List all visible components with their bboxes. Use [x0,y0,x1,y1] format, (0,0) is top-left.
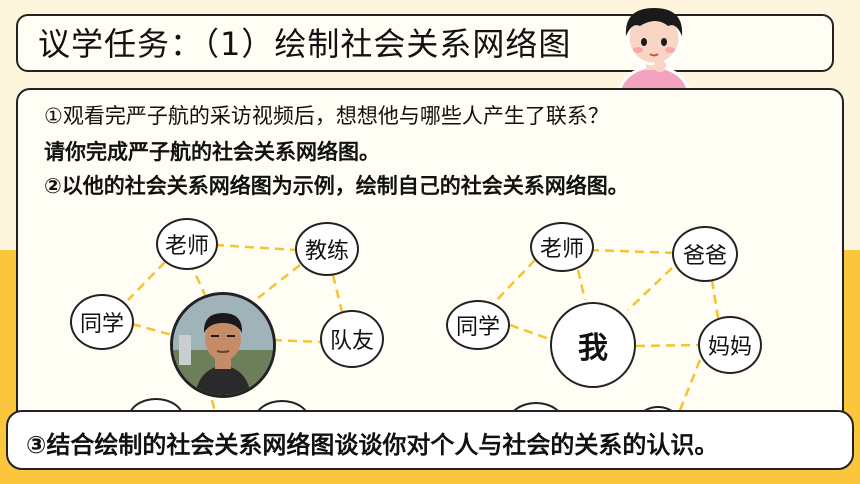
footer-prompt: ③结合绘制的社会关系网络图谈谈你对个人与社会的关系的认识。 [26,431,719,459]
connector [210,399,217,413]
connector [272,338,323,344]
person-photo-icon [173,295,273,395]
node-right-teacher: 老师 [530,222,594,272]
connector [576,269,587,301]
node-left-teammate: 队友 [320,310,384,368]
connector [127,261,166,301]
connector [214,243,298,252]
connector [491,259,536,306]
interview-photo-avatar [170,292,276,398]
instruction-line-2: 请你完成严子航的社会关系网络图。 [44,140,380,164]
connector [331,274,344,313]
connector [627,267,673,311]
node-right-mom: 妈妈 [698,316,762,374]
instruction-line-1: ①观看完严子航的采访视频后，想想他与哪些人产生了联系？ [44,104,609,128]
title-box [16,14,834,72]
instruction-line-3: ②以他的社会关系网络图为示例，绘制自己的社会关系网络图。 [44,174,629,198]
connector [635,343,701,348]
node-right-classmate: 同学 [446,300,510,350]
connector [589,248,677,255]
connector [257,264,301,299]
connector [131,322,173,337]
node-right-dad: 爸爸 [672,226,738,282]
node-left-teacher: 老师 [156,218,218,270]
node-left-coach: 教练 [295,222,359,276]
footer-prompt-box: ③结合绘制的社会关系网络图谈谈你对个人与社会的关系的认识。 [6,410,854,470]
node-left-classmate: 同学 [70,294,134,350]
node-right-center-me: 我 [550,302,636,388]
connector [710,279,720,319]
page-title: 议学任务：（1）绘制社会关系网络图 [38,25,572,63]
cartoon-boy-icon [616,8,692,96]
connector [678,359,702,411]
connector [509,323,553,342]
